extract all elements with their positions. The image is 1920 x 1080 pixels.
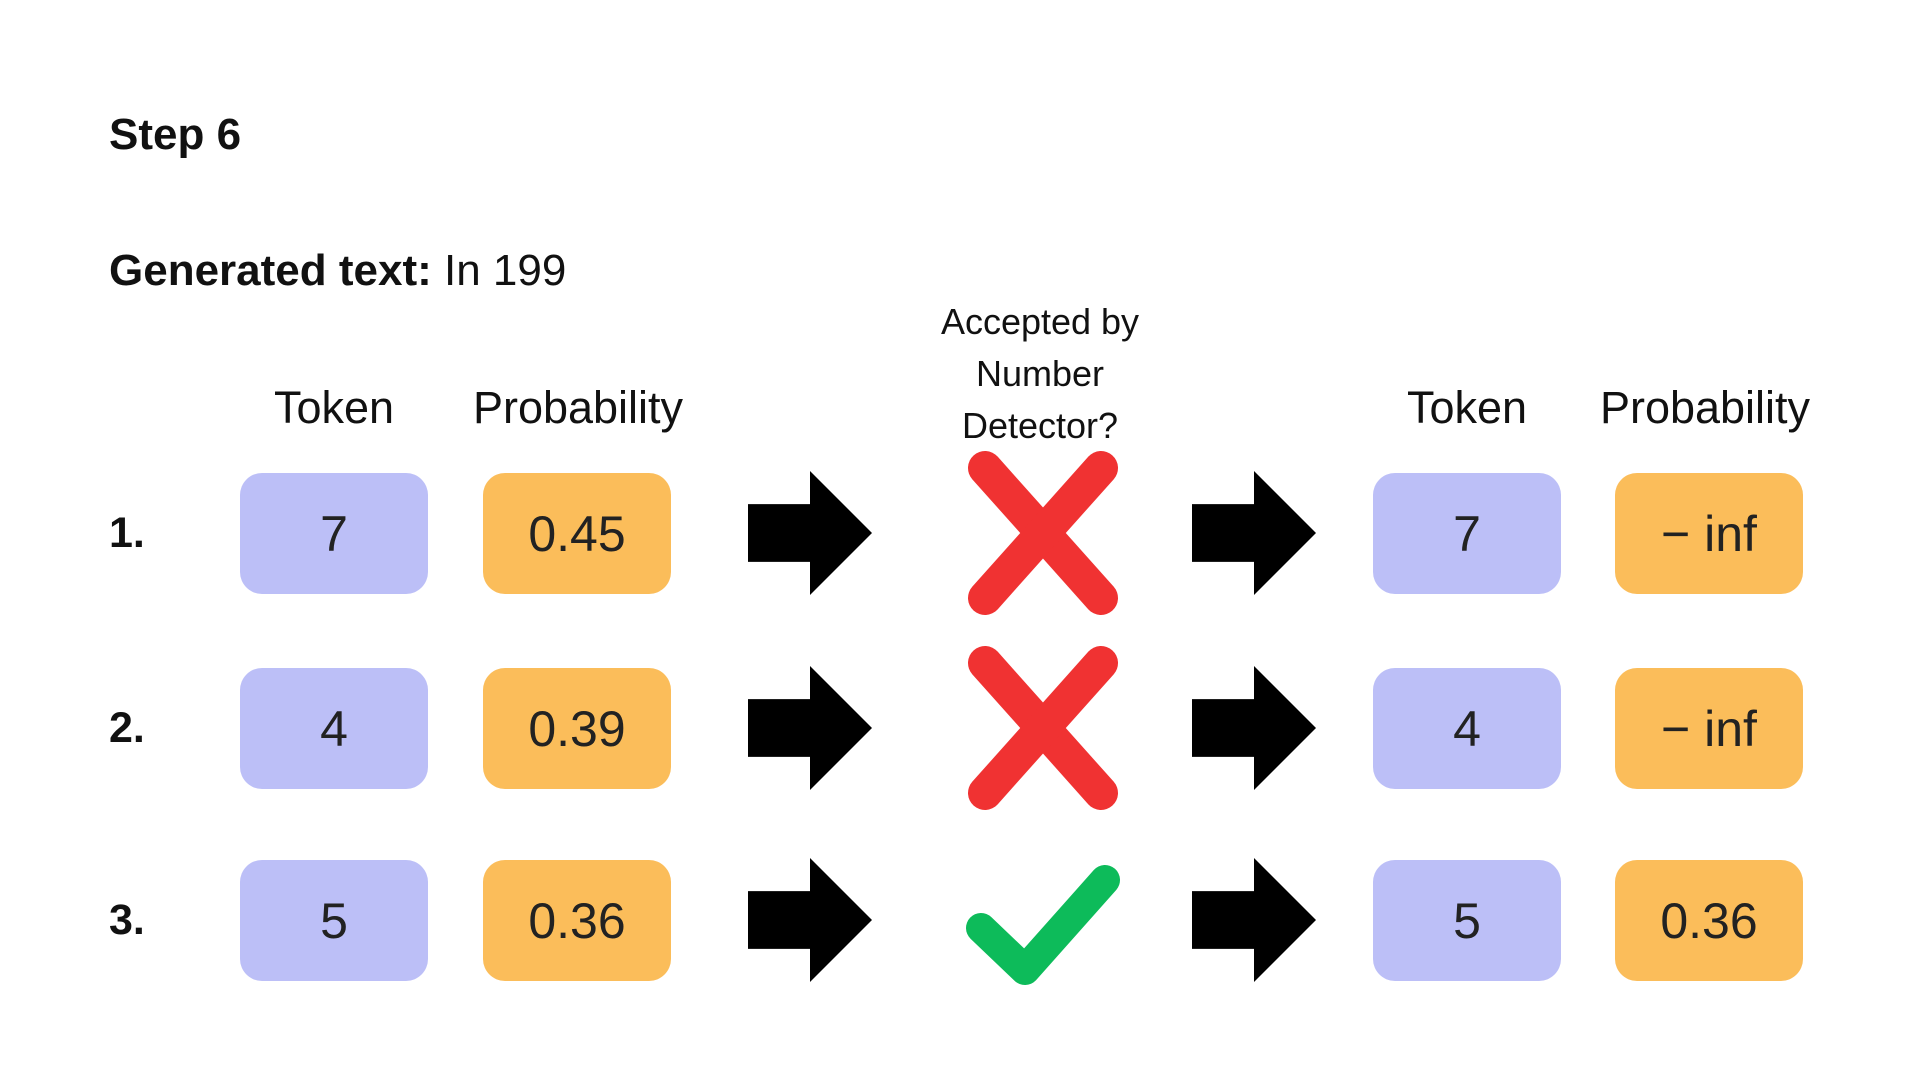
- checkmark-icon: [966, 865, 1120, 985]
- row-index: 1.: [109, 509, 145, 557]
- right-arrow-icon: [748, 666, 872, 790]
- x-icon: [968, 646, 1118, 810]
- token-box: 5: [240, 860, 428, 981]
- probability-box: 0.45: [483, 473, 671, 594]
- header-detector-line-1: Accepted by: [940, 301, 1140, 342]
- step-title: Step 6: [109, 110, 242, 159]
- right-arrow-icon: [748, 858, 872, 982]
- generated-text: Generated text: In 199: [109, 245, 566, 297]
- x-icon: [968, 451, 1118, 615]
- header-token-right: Token: [1406, 382, 1528, 433]
- right-arrow-icon: [1192, 471, 1316, 595]
- probability-box: 0.39: [483, 668, 671, 789]
- output-token-box: 4: [1373, 668, 1561, 789]
- output-token-box: 7: [1373, 473, 1561, 594]
- output-probability-box: − inf: [1615, 473, 1803, 594]
- header-detector-line-2: Number: [975, 353, 1105, 394]
- header-probability-left: Probability: [472, 382, 684, 433]
- right-arrow-icon: [1192, 666, 1316, 790]
- row-index: 2.: [109, 704, 145, 752]
- row-index: 3.: [109, 896, 145, 944]
- header-probability-right: Probability: [1599, 382, 1811, 433]
- right-arrow-icon: [1192, 858, 1316, 982]
- header-token-left: Token: [273, 382, 395, 433]
- output-probability-box: − inf: [1615, 668, 1803, 789]
- generated-text-label: Generated text:: [109, 246, 432, 295]
- generated-text-value: In 199: [444, 246, 567, 295]
- output-probability-box: 0.36: [1615, 860, 1803, 981]
- header-detector-line-3: Detector?: [961, 405, 1119, 446]
- output-token-box: 5: [1373, 860, 1561, 981]
- probability-box: 0.36: [483, 860, 671, 981]
- token-box: 7: [240, 473, 428, 594]
- right-arrow-icon: [748, 471, 872, 595]
- header-detector: Accepted by Number Detector?: [880, 296, 1200, 452]
- token-box: 4: [240, 668, 428, 789]
